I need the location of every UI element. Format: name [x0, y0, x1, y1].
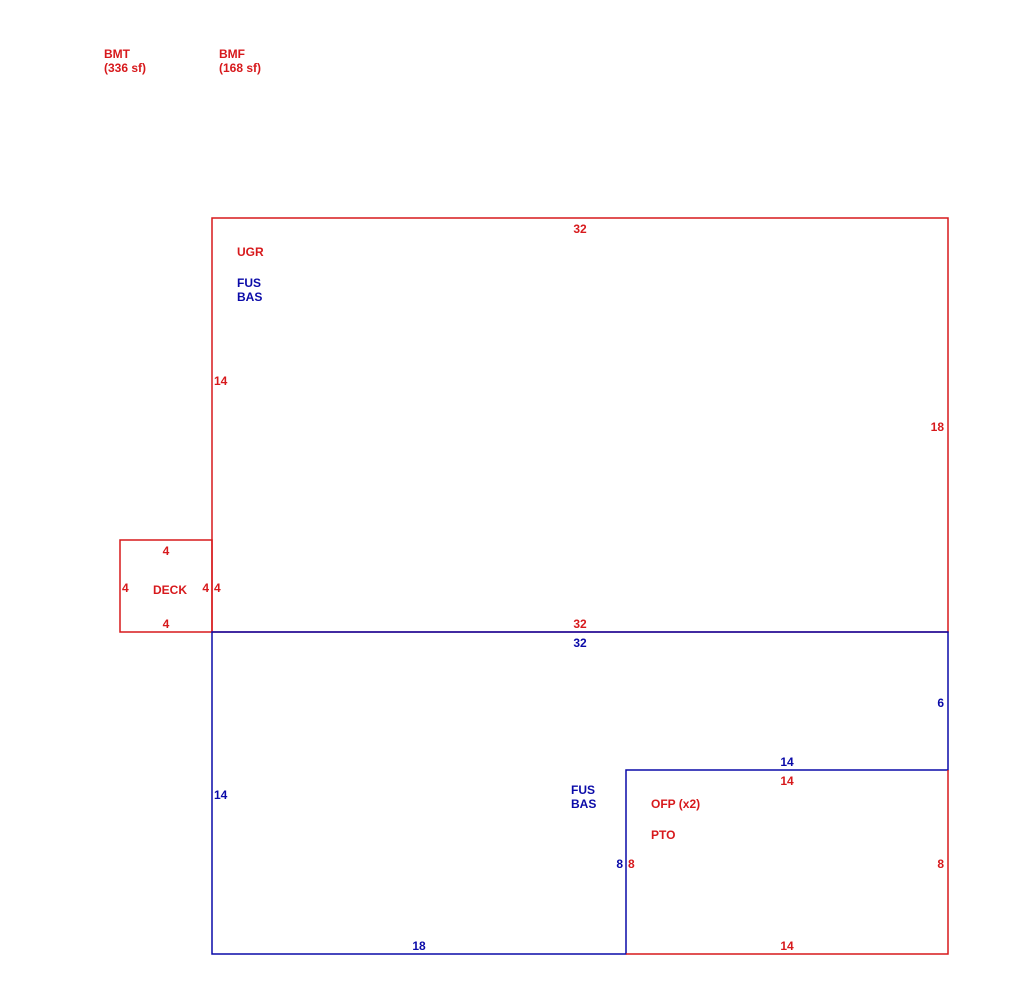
- porch-outline: [626, 770, 949, 955]
- deck-dim-left: 4: [122, 581, 129, 595]
- basement-label-bas: BAS: [571, 797, 596, 811]
- basement-outline: [211, 631, 949, 955]
- upper-floor-outline: [211, 217, 949, 633]
- upper-dim-right: 18: [931, 420, 945, 434]
- porch-label-pto: PTO: [651, 828, 675, 842]
- upper-dim-left: 14: [214, 374, 228, 388]
- deck: 4 4 4 4 4 DECK: [119, 539, 221, 633]
- basement: 32 6 14 18 14 8 FUS BAS: [211, 631, 949, 955]
- basement-dim-notch-left: 8: [616, 857, 623, 871]
- legend: BMT (336 sf) BMF (168 sf): [104, 47, 261, 75]
- deck-dim-bottom: 4: [163, 617, 170, 631]
- porch-label-ofp: OFP (x2): [651, 797, 700, 811]
- porch: 14 8 8 14 OFP (x2) PTO: [626, 770, 949, 955]
- legend-bmt-area: (336 sf): [104, 61, 146, 75]
- basement-dim-notch-top: 14: [780, 755, 794, 769]
- legend-bmt-code: BMT: [104, 47, 131, 61]
- upper-floor: 32 14 18 32 UGR FUS BAS: [211, 217, 949, 633]
- upper-dim-bottom: 32: [573, 617, 587, 631]
- basement-dim-bottom: 18: [412, 939, 426, 953]
- porch-dim-left: 8: [628, 857, 635, 871]
- basement-dim-right: 6: [937, 696, 944, 710]
- upper-label-bas: BAS: [237, 290, 262, 304]
- deck-dim-right: 4: [202, 581, 209, 595]
- upper-label-fus: FUS: [237, 276, 261, 290]
- porch-dim-top: 14: [780, 774, 794, 788]
- basement-dim-left: 14: [214, 788, 228, 802]
- deck-dim-top: 4: [163, 544, 170, 558]
- legend-bmf-area: (168 sf): [219, 61, 261, 75]
- deck-outline: [119, 539, 213, 633]
- upper-dim-top: 32: [573, 222, 587, 236]
- basement-dim-top: 32: [573, 636, 587, 650]
- porch-dim-right: 8: [937, 857, 944, 871]
- porch-dim-bottom: 14: [780, 939, 794, 953]
- upper-label-ugr: UGR: [237, 245, 264, 259]
- basement-label-fus: FUS: [571, 783, 595, 797]
- legend-bmf-code: BMF: [219, 47, 245, 61]
- deck-label: DECK: [153, 583, 187, 597]
- deck-dim-shared: 4: [214, 581, 221, 595]
